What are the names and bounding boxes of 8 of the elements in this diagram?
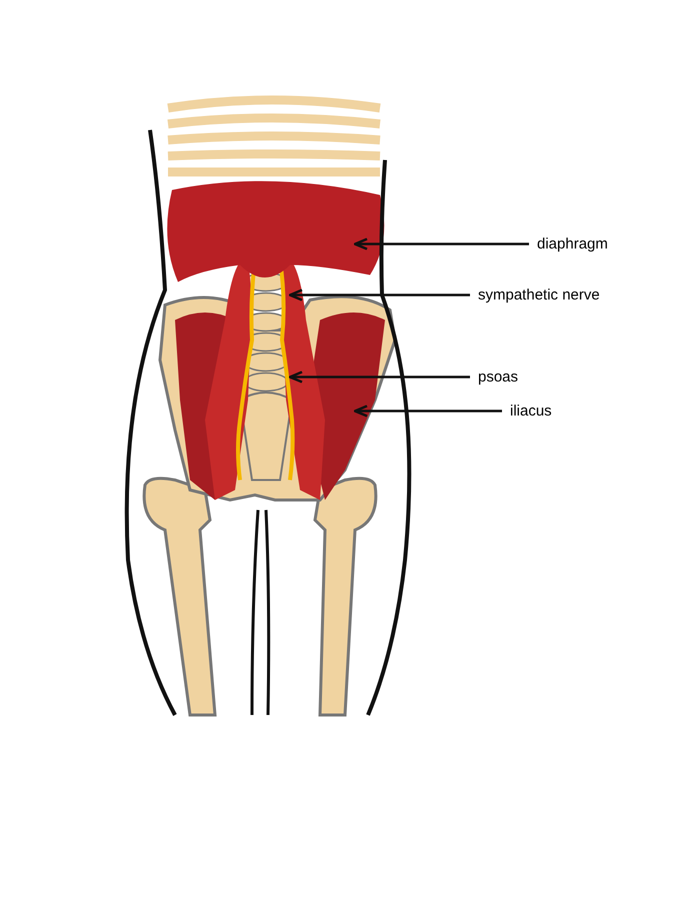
- anatomy-label: psoas: [478, 370, 518, 384]
- leader-line: [288, 288, 470, 302]
- leader-line: [288, 370, 470, 384]
- anatomy-label: diaphragm: [537, 236, 608, 252]
- anatomy-label: iliacus: [510, 404, 552, 418]
- leader-line: [354, 404, 502, 418]
- anatomy-label: sympathetic nerve: [478, 288, 600, 302]
- leader-line: [354, 238, 529, 250]
